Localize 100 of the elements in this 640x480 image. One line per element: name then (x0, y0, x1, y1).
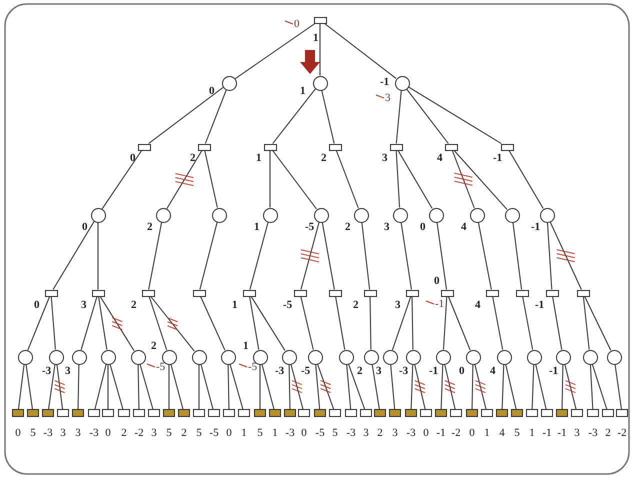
leaf-node-box (360, 409, 372, 417)
leaf-node-box (178, 409, 190, 417)
node-value: 0 (209, 85, 214, 97)
max-node-box (516, 290, 528, 296)
leaf-value: -3 (588, 427, 598, 439)
leaf-value: 3 (60, 427, 66, 439)
leaf-value: 3 (574, 427, 580, 439)
leaf-value: -2 (617, 427, 627, 439)
leaf-value: 3 (363, 427, 369, 439)
tree-edge (148, 87, 224, 144)
crossed-out-value: -5 (248, 361, 258, 373)
leaf-node-box (526, 409, 538, 417)
tree-edge (550, 221, 582, 290)
min-node-circle (382, 350, 398, 364)
node-value: 4 (437, 152, 442, 164)
tree-edge (300, 296, 314, 350)
leaf-value: 0 (469, 427, 475, 439)
tree-edge (448, 296, 471, 351)
tree-edge (100, 296, 135, 352)
leaf-node-box (314, 409, 326, 417)
leaf-node-box (238, 409, 250, 417)
tree-edge (204, 150, 218, 208)
node-value: 2 (190, 152, 196, 164)
leaf-value: 5 (30, 427, 36, 439)
leaf-value: 0 (226, 427, 232, 439)
tree-edge (234, 23, 316, 80)
min-node-circle (406, 350, 420, 364)
tree-edge (170, 364, 184, 410)
min-node-circle (130, 350, 146, 364)
crossed-out-value: 0 (294, 18, 300, 30)
node-value: -5 (305, 221, 314, 233)
min-node-circle (540, 208, 554, 222)
leaf-value: -3 (406, 427, 416, 439)
leaf-value: -1 (542, 427, 552, 439)
node-value: 1 (243, 340, 248, 352)
tree-edge (94, 364, 107, 410)
leaf-value: 3 (75, 427, 81, 439)
tree-edge (406, 88, 449, 144)
min-node-circle (314, 208, 328, 222)
max-node-box (314, 16, 326, 24)
min-node-circle (282, 350, 296, 364)
leaf-value: 0 (301, 427, 307, 439)
node-value: 2 (357, 365, 362, 377)
leaf-node-box (450, 409, 462, 417)
tree-edge (98, 296, 108, 350)
tree-edge (148, 222, 162, 290)
tree-edge (492, 296, 504, 350)
tree-edge (336, 150, 359, 208)
tree-edge (50, 296, 56, 350)
max-node-box (138, 144, 150, 150)
max-node-box (500, 144, 514, 150)
min-node-circle (156, 208, 170, 222)
tree-edge (80, 296, 98, 350)
tree-edge (564, 364, 576, 410)
min-node-circle (496, 350, 512, 364)
max-node-box (294, 290, 306, 296)
leaf-value: 1 (272, 427, 278, 439)
leaf-node-box (223, 409, 235, 417)
leaf-node-box (496, 409, 508, 417)
tree-edge (346, 364, 352, 410)
leaf-value: 0 (15, 427, 21, 439)
node-value: 4 (475, 299, 480, 311)
leaf-value: -2 (451, 427, 461, 439)
node-value: -1 (549, 365, 558, 377)
leaf-value: -3 (43, 427, 53, 439)
node-value: -1 (535, 299, 544, 311)
leaf-node-box (466, 409, 478, 417)
min-node-circle (392, 208, 408, 222)
tree-edge (138, 364, 140, 410)
max-node-box (242, 290, 256, 296)
tree-edge (444, 364, 456, 410)
tree-edge (110, 364, 124, 410)
tree-edge (335, 296, 346, 350)
leaf-node-box (163, 409, 175, 417)
min-node-circle (526, 350, 542, 364)
tree-edge (168, 364, 170, 410)
min-node-circle (222, 76, 236, 90)
min-node-circle (212, 208, 226, 222)
node-value: 3 (65, 365, 70, 377)
leaf-value: -5 (315, 427, 325, 439)
leaf-node-box (405, 409, 417, 417)
tree-edge (272, 88, 316, 144)
tree-edge (348, 364, 366, 410)
leaf-value: -1 (557, 427, 567, 439)
node-value: 2 (147, 221, 152, 233)
tree-edge (410, 364, 414, 410)
node-value: 1 (256, 152, 262, 164)
node-value: -3 (275, 365, 284, 377)
min-node-circle (394, 76, 410, 90)
tree-edge (315, 364, 320, 410)
leaf-node-box (72, 409, 84, 417)
leaf-node-box (12, 409, 24, 417)
leaf-node-box (42, 409, 54, 417)
leaf-value: 2 (605, 427, 611, 439)
max-node-box (406, 290, 418, 296)
min-node-circle (162, 350, 176, 364)
max-node-box (328, 144, 342, 150)
tree-edge (392, 296, 412, 350)
tree-edge (290, 364, 304, 410)
min-node-circle (364, 350, 378, 364)
